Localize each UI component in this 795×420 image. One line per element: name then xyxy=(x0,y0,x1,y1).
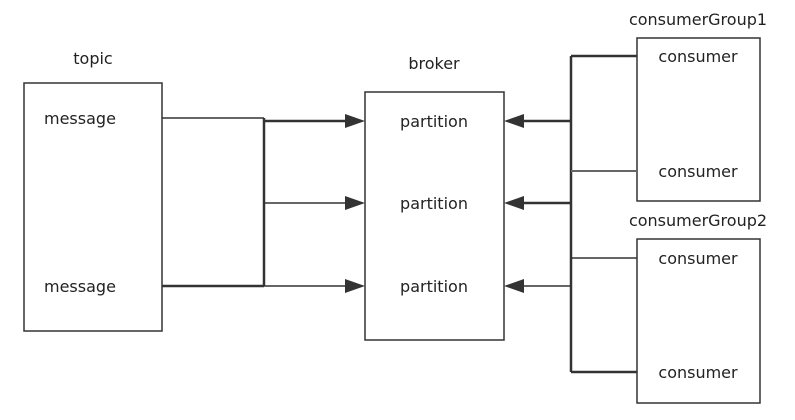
consumer-to-broker-connectors xyxy=(504,54,637,374)
consumer-group-1-box xyxy=(636,37,761,202)
group2-consumer-1: consumer xyxy=(658,249,738,268)
arrowhead-consumers-to-partition-2 xyxy=(504,196,524,210)
topic-message-2: message xyxy=(44,277,116,296)
topic-to-broker-connectors xyxy=(162,114,365,293)
partition-3: partition xyxy=(400,277,468,296)
topic-title: topic xyxy=(73,49,112,68)
consumer-group-2-title: consumerGroup2 xyxy=(629,211,767,230)
broker-box xyxy=(364,91,505,341)
consumer-group-1-title: consumerGroup1 xyxy=(629,10,767,29)
group1-consumer-2: consumer xyxy=(658,162,738,181)
arrowhead-to-partition-3 xyxy=(345,279,365,293)
consumer-group-2-box xyxy=(636,238,761,404)
topic-message-1: message xyxy=(44,109,116,128)
topic-box xyxy=(23,82,163,332)
broker-title: broker xyxy=(408,54,460,73)
group1-consumer-1: consumer xyxy=(658,47,738,66)
arrowhead-consumers-to-partition-3 xyxy=(504,279,524,293)
partition-2: partition xyxy=(400,194,468,213)
arrowhead-to-partition-1 xyxy=(345,114,365,128)
group2-consumer-2: consumer xyxy=(658,363,738,382)
arrowhead-to-partition-2 xyxy=(345,196,365,210)
arrowhead-consumers-to-partition-1 xyxy=(504,114,524,128)
partition-1: partition xyxy=(400,112,468,131)
